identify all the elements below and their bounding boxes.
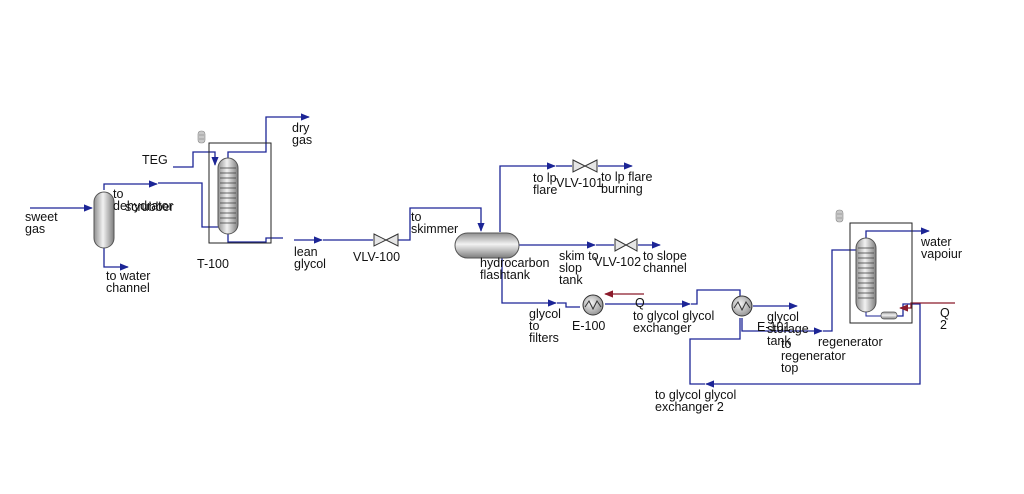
label-to-lp-flare-burning: to lp flare burning bbox=[601, 170, 653, 196]
label-scrubber: scrubber bbox=[125, 200, 174, 214]
stream-absorber-bottoms[interactable] bbox=[227, 234, 283, 243]
label-glycol-storage-tank: glycol storage tank bbox=[767, 310, 809, 348]
vlv-101-valve-icon[interactable] bbox=[572, 159, 598, 173]
t100-absorber-column[interactable] bbox=[208, 142, 272, 244]
stream-to-dehydrator-continue[interactable] bbox=[158, 182, 218, 228]
stream-to-regenerator[interactable] bbox=[823, 249, 856, 332]
label-lean-glycol: lean glycol bbox=[294, 245, 326, 271]
label-t100: T-100 bbox=[197, 257, 229, 271]
regenerator-pin-icon bbox=[835, 209, 844, 223]
label-to-glycol-glycol-exchanger-2: to glycol glycol exchanger 2 bbox=[655, 388, 737, 414]
label-to-lp-flare: to lp flare bbox=[533, 171, 558, 197]
label-q2: Q 2 bbox=[940, 306, 950, 332]
vlv-100-valve-icon[interactable] bbox=[373, 233, 399, 247]
stream-to-regenerator-top[interactable] bbox=[741, 318, 823, 335]
label-to-regenerator-top: to regenerator top bbox=[781, 337, 846, 375]
label-q: Q bbox=[635, 296, 645, 310]
label-vlv100: VLV-100 bbox=[353, 250, 401, 264]
stream-to-lp-flare[interactable] bbox=[499, 162, 556, 232]
label-to-slope-channel: to slope channel bbox=[643, 249, 687, 275]
label-regenerator: regenerator bbox=[818, 335, 883, 349]
vlv-102-valve-icon[interactable] bbox=[614, 238, 638, 252]
stream-dry-gas[interactable] bbox=[227, 113, 310, 161]
label-sweet-gas: sweet gas bbox=[25, 210, 58, 236]
label-skim-to-slop-tank: skim to slop tank bbox=[559, 249, 599, 287]
e101-heat-exchanger-icon[interactable] bbox=[731, 295, 753, 317]
label-dry-gas: dry gas bbox=[292, 121, 313, 147]
stream-to-skimmer[interactable] bbox=[398, 207, 485, 241]
label-vlv102: VLV-102 bbox=[594, 255, 642, 269]
regenerator-column[interactable] bbox=[849, 222, 913, 324]
label-to-dehydrator: to dehydrator bbox=[113, 187, 173, 213]
label-to-skimmer: to skimmer bbox=[411, 210, 459, 236]
t100-envelope bbox=[208, 142, 272, 244]
reboiler-icon bbox=[880, 311, 898, 320]
stream-teg[interactable] bbox=[173, 151, 219, 168]
stream-to-dehydrator[interactable] bbox=[103, 180, 158, 190]
label-teg: TEG bbox=[142, 153, 168, 167]
label-hydrocarbon-flashtank: hydrocarbon flashtank bbox=[480, 256, 550, 282]
stream-to-e101[interactable] bbox=[691, 289, 741, 305]
label-e101: E-101 bbox=[757, 320, 791, 334]
stream-glycol-to-filters[interactable] bbox=[501, 258, 557, 307]
label-vlv101: VLV-101 bbox=[556, 176, 604, 190]
e100-heat-exchanger-icon[interactable] bbox=[582, 294, 604, 316]
energy-stream-q2[interactable] bbox=[899, 302, 955, 312]
scrubber-vessel[interactable] bbox=[93, 191, 115, 249]
label-to-water-channel: to water channel bbox=[106, 269, 151, 295]
label-water-vapoiur: water vapoiur bbox=[921, 235, 962, 261]
label-glycol-to-filters: glycol to filters bbox=[529, 307, 561, 345]
label-to-glycol-glycol-exchanger: to glycol glycol exchanger bbox=[633, 309, 715, 335]
regenerator-envelope bbox=[849, 222, 913, 324]
stream-to-glycol-glycol-exchanger-2[interactable] bbox=[689, 318, 741, 385]
stream-filters-to-e100[interactable] bbox=[557, 302, 580, 308]
label-e100: E-100 bbox=[572, 319, 606, 333]
stream-to-water-channel[interactable] bbox=[103, 248, 129, 271]
t100-pin-icon bbox=[197, 130, 206, 144]
hydrocarbon-flashtank-vessel[interactable] bbox=[454, 232, 520, 259]
stream-water-vapoiur[interactable] bbox=[865, 227, 930, 238]
